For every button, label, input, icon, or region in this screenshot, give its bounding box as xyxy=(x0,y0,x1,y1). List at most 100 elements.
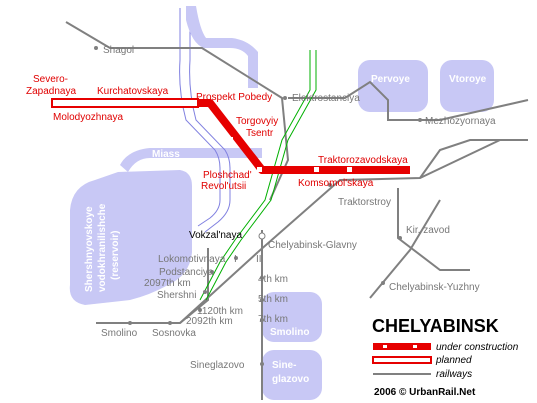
legend-swatch-under-construction xyxy=(373,343,431,350)
label-prospekt-pobedy: Prospekt Pobedy xyxy=(196,92,272,103)
legend-swatch-uc-marker-2 xyxy=(413,345,417,348)
dot-shagol xyxy=(94,46,98,50)
dot-smolino xyxy=(128,321,132,325)
label-1120km: 1120th km xyxy=(197,306,243,317)
river-outline-north xyxy=(189,8,231,233)
label-shershni: Shershni xyxy=(157,290,196,301)
label-2097km: 2097th km xyxy=(144,278,191,289)
dot-mezh xyxy=(418,118,422,122)
planned-green-layer xyxy=(199,50,317,301)
reservoir-label-1: Shershnyovskoye xyxy=(84,206,95,292)
legend-under-construction: under construction xyxy=(436,342,519,353)
water-layer: Miass Shershnyovskoye vodokhranilishche … xyxy=(69,6,262,305)
metro-under-construction xyxy=(198,99,410,174)
label-chelyabinsk-yuzhny: Chelyabinsk-Yuzhny xyxy=(389,282,480,293)
dot-4km xyxy=(260,276,264,280)
district-pervoye xyxy=(358,60,428,112)
railway-east-branch xyxy=(419,139,528,179)
station-marker-kurch xyxy=(133,101,137,105)
miass-river xyxy=(120,148,262,172)
label-2092km: 2092th km xyxy=(186,316,233,327)
dot-sineglazovo xyxy=(260,362,264,366)
district-vtoroye xyxy=(440,60,494,112)
railway-east xyxy=(257,139,501,253)
label-elektrostanciya: Elektrostanciya xyxy=(292,93,360,104)
legend-block: CHELYABINSK under construction planned r… xyxy=(372,316,519,398)
legend-swatch-planned xyxy=(372,356,432,364)
district-sineglazovo xyxy=(262,350,322,400)
district-smolino-label: Smolino xyxy=(270,327,309,338)
dot-shershni xyxy=(203,290,207,294)
station-marker-molod xyxy=(93,101,97,105)
station-marker-severo xyxy=(54,101,58,105)
dot-yuzhny xyxy=(381,281,385,285)
green-line-a xyxy=(199,50,311,301)
dot-5km xyxy=(260,298,264,302)
rail-labels: Shagol Elektrostanciya Mezhozyornaya Tra… xyxy=(101,45,496,371)
dot-traktorstroy xyxy=(328,183,332,187)
map-credit: 2006 © UrbanRail.Net xyxy=(374,387,476,398)
district-sineglazovo-label-2: glazovo xyxy=(272,374,309,385)
dot-glavny xyxy=(258,232,266,240)
label-smolino: Smolino xyxy=(101,328,138,339)
label-torgovyy-2: Tsentr xyxy=(246,128,274,139)
label-lokomotivnaya: Lokomotivnaya xyxy=(158,254,226,265)
label-chelyabinsk-glavny: Chelyabinsk-Glavny xyxy=(268,240,357,251)
label-kir-zavod: Kir. zavod xyxy=(406,225,450,236)
label-komsomolskaya: Komsomol'skaya xyxy=(298,178,374,189)
label-vokzalnaya: Vokzal'naya xyxy=(189,230,242,241)
label-ploshchad-2: Revol'utsii xyxy=(201,181,246,192)
label-sineglazovo: Sineglazovo xyxy=(190,360,245,371)
label-shagol: Shagol xyxy=(103,45,134,56)
district-pervoye-label: Pervoye xyxy=(371,74,410,85)
metro-layer xyxy=(51,98,410,174)
rail-station-dots xyxy=(94,46,422,366)
river-upper xyxy=(186,6,258,88)
label-ii: II xyxy=(256,254,262,265)
dot-kir xyxy=(398,236,402,240)
metro-planned-west xyxy=(51,98,199,108)
station-marker-plosh xyxy=(257,167,262,172)
dot-sosnovka xyxy=(168,321,172,325)
district-sineglazovo-label-1: Sine- xyxy=(272,360,296,371)
label-i: I xyxy=(234,254,237,265)
dot-7km xyxy=(260,318,264,322)
label-traktorstroy: Traktorstroy xyxy=(338,197,391,208)
station-marker-komsomol xyxy=(314,167,319,172)
river-outline-north-2 xyxy=(179,8,221,227)
dot-elektro xyxy=(283,96,287,100)
label-kurchatovskaya: Kurchatovskaya xyxy=(97,86,169,97)
river-label: Miass xyxy=(152,149,180,160)
green-line-b xyxy=(205,50,317,301)
label-sosnovka: Sosnovka xyxy=(152,328,196,339)
railway-northeast xyxy=(288,80,529,121)
label-mezhozyornaya: Mezhozyornaya xyxy=(425,116,496,127)
label-5km: 5th km xyxy=(258,294,288,305)
reservoir-label-2: vodokhranilishche xyxy=(97,203,108,292)
districts-layer: Pervoye Vtoroye Smolino Sine- glazovo xyxy=(262,60,494,400)
district-vtoroye-label: Vtoroye xyxy=(449,74,487,85)
reservoir-shape xyxy=(69,170,192,305)
station-marker-torg xyxy=(228,137,233,142)
label-4km: 4th km xyxy=(258,274,288,285)
label-ploshchad-1: Ploshchad' xyxy=(203,170,252,181)
label-torgovyy-1: Torgovyiy xyxy=(236,116,278,127)
label-molodozhnaya: Molodyozhnaya xyxy=(53,112,123,123)
label-severo-1: Severo- xyxy=(33,74,68,85)
station-marker-pobedy xyxy=(188,101,192,105)
dot-1120km xyxy=(198,308,202,312)
dot-podstanciya xyxy=(210,270,214,274)
legend-railways: railways xyxy=(436,369,472,380)
map-title: CHELYABINSK xyxy=(372,316,499,336)
railway-shershni xyxy=(179,248,209,324)
railway-south-east xyxy=(397,188,470,271)
label-severo-2: Zapadnaya xyxy=(26,86,76,97)
district-smolino xyxy=(262,292,322,342)
metro-labels: Severo- Zapadnaya Kurchatovskaya Molodyo… xyxy=(26,74,408,241)
dot-lokomotiv xyxy=(234,256,238,260)
station-marker-traktor xyxy=(347,167,352,172)
label-podstanciya: Podstanciya xyxy=(159,267,214,278)
label-7km: 7th km xyxy=(258,314,288,325)
